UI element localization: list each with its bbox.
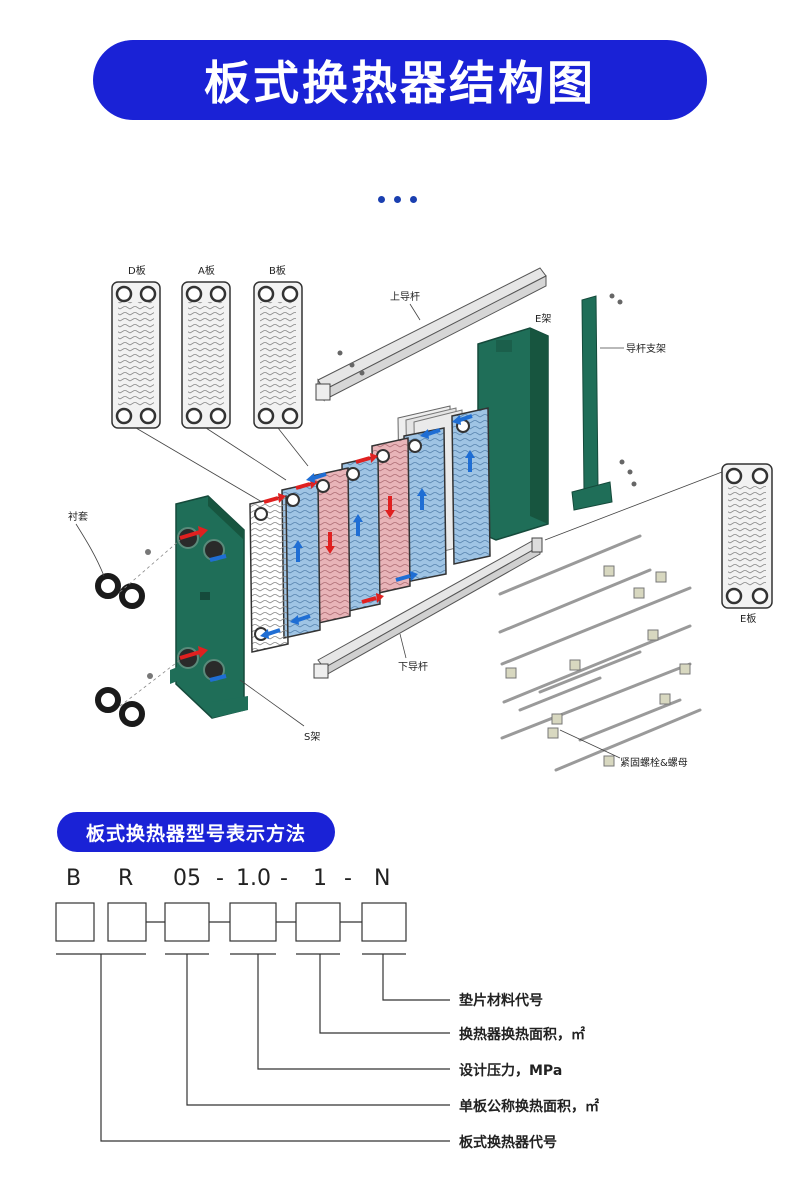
divider-dots xyxy=(378,196,417,203)
code-box-2 xyxy=(107,902,147,942)
top-rail xyxy=(315,267,547,402)
code-box-5 xyxy=(295,902,341,942)
model-section-title: 板式换热器型号表示方法 xyxy=(57,812,335,852)
code-separator-3: - xyxy=(344,866,352,891)
structure-diagram: D板 A板 B板 上导杆 E架 xyxy=(68,264,773,772)
label-a-plate: A板 xyxy=(198,264,215,277)
d-plate xyxy=(111,281,161,429)
desc-single-plate-area: 单板公称换热面积，㎡ xyxy=(459,1099,599,1115)
label-bottom-rail: 下导杆 xyxy=(398,661,428,673)
liners xyxy=(95,549,153,727)
e-plate xyxy=(721,463,773,609)
label-e-plate: E板 xyxy=(740,612,756,625)
model-code-diagram xyxy=(55,902,450,1142)
label-b-plate: B板 xyxy=(269,264,286,277)
code-letter-r: R xyxy=(118,866,134,891)
code-box-1 xyxy=(55,902,95,942)
label-rail-support: 导杆支架 xyxy=(626,343,666,355)
rail-support xyxy=(571,293,637,511)
code-1-0: 1.0 xyxy=(236,866,271,891)
s-frame xyxy=(170,495,248,719)
code-box-6 xyxy=(361,902,407,942)
code-separator-2: - xyxy=(280,866,288,891)
code-05: 05 xyxy=(173,866,201,891)
label-d-plate: D板 xyxy=(128,264,146,277)
desc-design-pressure: 设计压力，MPa xyxy=(459,1063,563,1079)
label-bolts: 紧固螺栓&螺母 xyxy=(620,756,688,769)
desc-heat-exchange-area: 换热器换热面积，㎡ xyxy=(459,1027,585,1043)
e-frame xyxy=(477,327,549,541)
label-liner: 衬套 xyxy=(68,510,88,523)
page-title: 板式换热器结构图 xyxy=(204,56,596,110)
model-section-title-text: 板式换热器型号表示方法 xyxy=(85,822,306,845)
label-e-frame: E架 xyxy=(535,313,551,325)
title-banner: 板式换热器结构图 xyxy=(93,40,707,120)
code-separator-1: - xyxy=(216,866,224,891)
a-plate xyxy=(181,281,231,429)
code-letter-b: B xyxy=(66,866,82,891)
nuts xyxy=(505,565,691,767)
desc-gasket-material: 垫片材料代号 xyxy=(459,993,543,1009)
code-1: 1 xyxy=(313,866,327,891)
plate-stack xyxy=(249,405,491,653)
bolts-and-nuts xyxy=(498,534,702,772)
label-s-frame: S架 xyxy=(304,731,320,743)
b-plate xyxy=(253,281,303,429)
desc-exchanger-code: 板式换热器代号 xyxy=(459,1135,557,1151)
flow-arrows xyxy=(260,414,475,639)
code-box-4 xyxy=(229,902,277,942)
label-top-rail: 上导杆 xyxy=(390,291,420,303)
code-n: N xyxy=(374,866,391,891)
code-box-3 xyxy=(164,902,210,942)
bottom-rail xyxy=(313,537,543,679)
